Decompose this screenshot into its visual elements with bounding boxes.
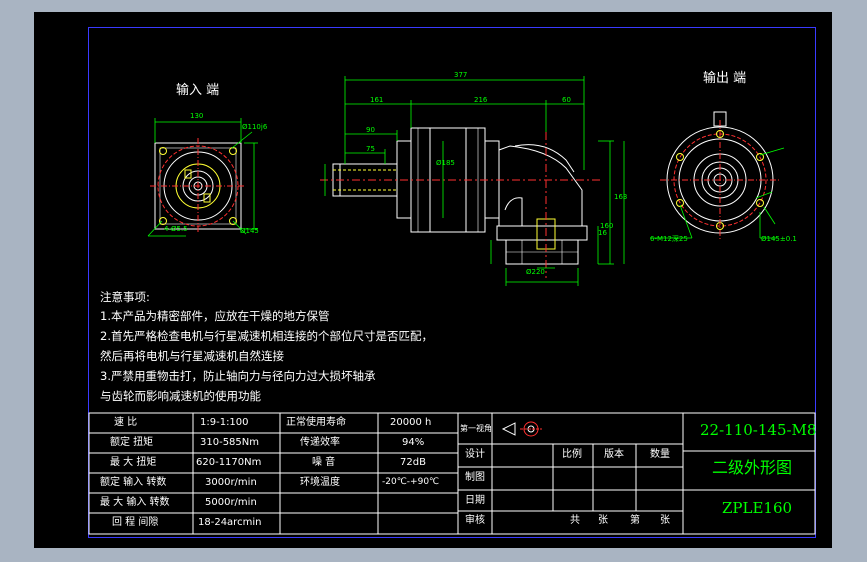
col-qty: 数量 xyxy=(650,449,670,460)
sheet-number: 第 xyxy=(630,515,640,526)
title-block-grid xyxy=(88,412,816,535)
row-drawn: 制图 xyxy=(465,472,485,483)
dim-mount-dia: Ø185 xyxy=(436,159,455,167)
spec-label: 噪 音 xyxy=(312,457,336,468)
drawing-sheet xyxy=(34,12,832,548)
col-version: 版本 xyxy=(604,449,624,460)
spec-value: 5000r/min xyxy=(205,497,257,508)
note-line-1: 1.本产品为精密部件，应放在干燥的地方保管 xyxy=(100,309,330,323)
notes-heading: 注意事项: xyxy=(100,290,150,304)
output-dims xyxy=(650,147,785,239)
spec-label: 最 大 输入 转数 xyxy=(100,497,170,508)
side-view xyxy=(320,127,600,278)
col-ratio: 比例 xyxy=(562,449,582,460)
sheet-label-2: 张 xyxy=(660,515,670,526)
dim-motor-pilot: Ø110j6 xyxy=(242,123,268,131)
row-date: 日期 xyxy=(465,495,485,506)
side-dims xyxy=(324,76,625,286)
spec-value: 94% xyxy=(402,437,425,448)
input-dims xyxy=(147,118,258,237)
note-line-2: 2.首先严格检查电机与行星减速机相连接的个部位尺寸是否匹配， xyxy=(100,329,433,343)
dim-output-width: Ø220 xyxy=(526,268,545,276)
spec-value: 620-1170Nm xyxy=(196,457,262,468)
input-view-title: 输入 端 xyxy=(176,83,220,98)
spec-value: 72dB xyxy=(400,457,426,468)
dim-flange-thickness: 60 xyxy=(562,96,571,104)
model-number: 22-110-145-M8 xyxy=(700,421,817,439)
dim-height: 163 xyxy=(614,193,628,201)
sheet-total: 共 xyxy=(570,515,580,526)
row-design: 设计 xyxy=(465,449,485,460)
series-name: ZPLE160 xyxy=(722,499,793,517)
dim-output-flange: 160 xyxy=(600,222,614,230)
spec-label: 额定 输入 转数 xyxy=(100,477,167,488)
dim-input-side: 161 xyxy=(370,96,384,104)
drawing-border xyxy=(88,27,816,538)
output-end-view xyxy=(660,111,780,240)
dim-output-bcd: Ø145±0.1 xyxy=(761,235,797,243)
spec-label: 传递效率 xyxy=(300,437,340,448)
note-line-3: 然后再将电机与行星减速机自然连接 xyxy=(100,349,284,363)
sheet-label-1: 张 xyxy=(598,515,608,526)
dim-output-side: 216 xyxy=(474,96,488,104)
drawing-name: 二级外形图 xyxy=(712,458,793,477)
row-review: 审核 xyxy=(465,515,485,526)
dim-side: 16 xyxy=(598,229,607,237)
spec-value: 3000r/min xyxy=(205,477,257,488)
spec-label: 额定 扭矩 xyxy=(110,437,154,448)
dim-output-holes: 6-M12深25 xyxy=(650,235,688,243)
spec-value: 1:9-1:100 xyxy=(200,417,249,428)
spec-label: 环境温度 xyxy=(300,477,340,488)
spec-label: 回 程 间隙 xyxy=(112,517,159,528)
input-end-view xyxy=(150,138,246,234)
output-view-title: 输出 端 xyxy=(703,71,747,86)
spec-label: 正常使用寿命 xyxy=(286,417,346,428)
dim-bolt-circle: Ø145 xyxy=(240,227,259,235)
spec-value: 310-585Nm xyxy=(200,437,260,448)
note-line-4: 3.严禁用重物击打，防止轴向力与径向力过大损坏轴承 xyxy=(100,369,376,383)
dim-square-width: 130 xyxy=(190,112,204,120)
dim-key-length: 75 xyxy=(366,145,375,153)
spec-label: 速 比 xyxy=(114,417,138,428)
dim-total-length: 377 xyxy=(454,71,468,79)
note-line-5: 与齿轮而影响减速机的使用功能 xyxy=(100,389,261,403)
spec-value: 18-24arcmin xyxy=(198,517,262,528)
spec-value: 20000 h xyxy=(390,417,432,428)
spec-value: -20℃-+90℃ xyxy=(382,477,440,487)
first-angle-symbol xyxy=(501,421,542,437)
dim-input-holes: 4-Ø5.5 xyxy=(164,225,188,233)
dim-shaft-length: 90 xyxy=(366,126,375,134)
projection-label: 第一视角 xyxy=(460,424,492,433)
right-angle-housing xyxy=(498,145,583,227)
spec-label: 最 大 扭矩 xyxy=(110,457,157,468)
